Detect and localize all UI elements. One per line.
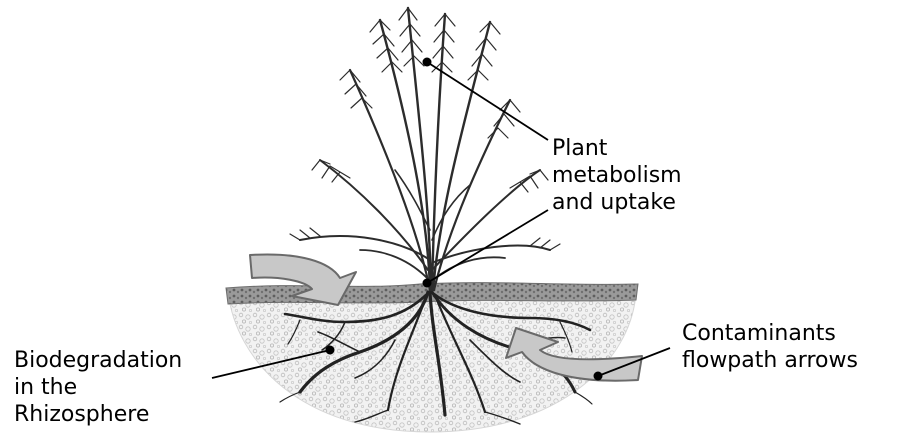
- leader-plant-top: [427, 62, 548, 140]
- biodegradation-label-line-1: Biodegradation: [14, 347, 182, 374]
- biodegradation-label-line-3: Rhizosphere: [14, 401, 182, 428]
- contaminants-label: Contaminants flowpath arrows: [682, 320, 858, 374]
- dot-plant-base: [423, 279, 432, 288]
- biodegradation-label-line-2: in the: [14, 374, 182, 401]
- grass-plant: [290, 8, 560, 290]
- dot-contaminants: [594, 372, 603, 381]
- dot-plant-top: [423, 58, 432, 67]
- plant-metabolism-label: Plant metabolism and uptake: [552, 135, 682, 216]
- plant-label-line-1: Plant: [552, 135, 682, 162]
- contaminants-label-line-2: flowpath arrows: [682, 347, 858, 374]
- dot-biodegradation: [326, 346, 335, 355]
- plant-label-line-2: metabolism: [552, 162, 682, 189]
- plant-label-line-3: and uptake: [552, 189, 682, 216]
- contaminants-label-line-1: Contaminants: [682, 320, 858, 347]
- biodegradation-label: Biodegradation in the Rhizosphere: [14, 347, 182, 428]
